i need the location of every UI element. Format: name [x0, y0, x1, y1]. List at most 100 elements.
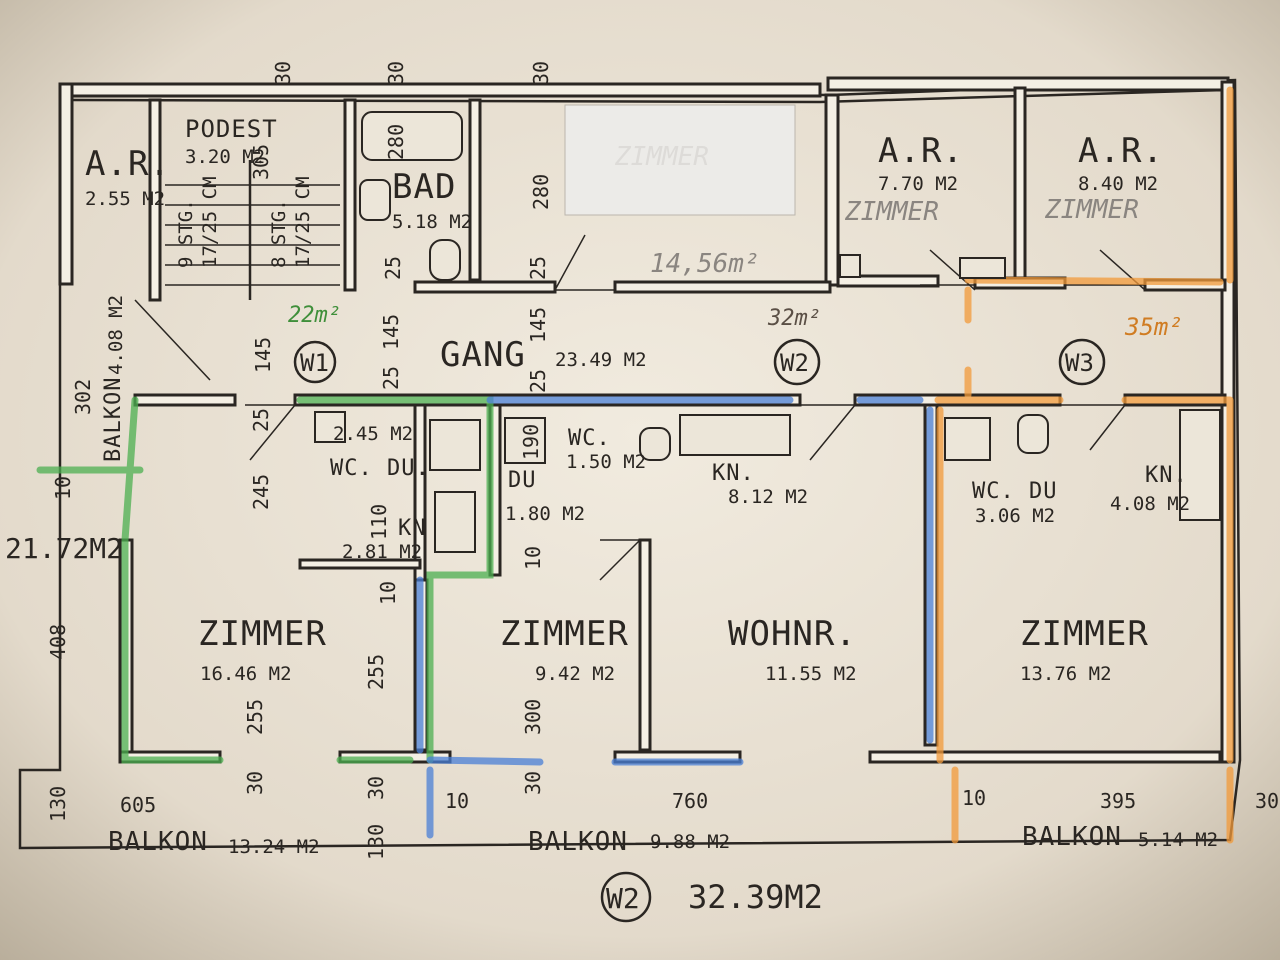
dim-25: 25	[526, 256, 550, 280]
dim-30: 30	[243, 771, 267, 795]
unit-w3-label: W3	[1065, 349, 1094, 377]
room-ar2-area: 7.70 M2	[878, 173, 958, 195]
room-wcdu3-area: 3.06 M2	[975, 505, 1055, 527]
room-wcdu3-name: WC. DU	[972, 479, 1057, 504]
room-ar3-area: 8.40 M2	[1078, 173, 1158, 195]
room-balkon3-name: BALKON	[1022, 822, 1122, 852]
room-wc2-area: 1.50 M2	[566, 451, 646, 473]
room-balkon2-name: BALKON	[528, 827, 628, 857]
dim-10: 10	[962, 786, 986, 810]
dim-760: 760	[672, 789, 708, 813]
dim-25: 25	[249, 408, 273, 432]
room-balkon3-area: 5.14 M2	[1138, 829, 1218, 851]
dim-408: 408	[46, 624, 70, 660]
stair-left-size: 17/25 CM	[199, 176, 221, 268]
card-faded-text: ZIMMER	[614, 142, 709, 172]
dim-30: 30	[271, 61, 295, 85]
marker-outlines	[36, 86, 1234, 844]
room-gang-name: GANG	[440, 335, 526, 375]
room-wcdu1-area: 2.45 M2	[333, 423, 413, 445]
room-labels: A.R. 2.55 M2 PODEST 3.20 M2 BAD 5.18 M2 …	[85, 115, 1218, 858]
room-du2-area: 1.80 M2	[505, 503, 585, 525]
room-kn1-area: 2.81 M2	[342, 541, 422, 563]
room-zimmer1-name: ZIMMER	[198, 614, 327, 654]
room-ar2-name: A.R.	[878, 131, 964, 171]
room-zimmer2-area: 9.42 M2	[535, 663, 615, 685]
dim-190: 190	[519, 424, 543, 460]
room-kn2-area: 8.12 M2	[728, 486, 808, 508]
dim-302: 302	[71, 379, 95, 415]
pasted-paper-card	[564, 104, 796, 216]
room-gang-area: 23.49 M2	[555, 349, 647, 371]
stair-right-label: 8 STG.	[268, 199, 290, 268]
room-bad-area: 5.18 M2	[392, 211, 472, 233]
dim-30: 30	[384, 61, 408, 85]
room-kn3-area: 4.08 M2	[1110, 493, 1190, 515]
total-area-value: 32.39M2	[688, 878, 823, 916]
dim-280: 280	[529, 174, 553, 210]
dim-305: 305	[249, 144, 273, 180]
dim-145: 145	[379, 314, 403, 350]
room-kn3-name: KN.	[1145, 463, 1188, 488]
dim-130: 130	[364, 824, 388, 860]
room-balkon-side-area: 4.08 M2	[105, 295, 127, 375]
room-kn1-name: KN	[398, 516, 427, 541]
dim-255: 255	[364, 654, 388, 690]
unit-w3-circle	[1058, 338, 1106, 386]
handwritten-annotations: ZIMMER ZIMMER 14,56m² 22m² 32m² 35m²	[288, 195, 1183, 341]
handwritten-zimmer-ar3: ZIMMER	[1044, 195, 1139, 225]
room-bad-name: BAD	[392, 167, 456, 207]
room-wcdu1-name: WC. DU.	[330, 456, 430, 481]
room-balkon1-name: BALKON	[108, 827, 208, 857]
room-wohnr-area: 11.55 M2	[765, 663, 857, 685]
dim-145: 145	[526, 307, 550, 343]
dim-300: 300	[521, 699, 545, 735]
dim-245: 245	[249, 474, 273, 510]
handwritten-area-center: 14,56m²	[650, 249, 760, 279]
room-balkon1-area: 13.24 M2	[228, 836, 320, 858]
room-podest-name: PODEST	[185, 115, 278, 143]
total-area: W2 32.39M2	[600, 871, 823, 923]
room-podest-area: 3.20 M2	[185, 146, 265, 168]
dim-395: 395	[1100, 789, 1136, 813]
dim-30: 30	[1255, 789, 1279, 813]
stair-left-label: 9 STG.	[175, 199, 197, 268]
handwritten-w3-area: 35m²	[1124, 313, 1183, 341]
staircase	[165, 160, 340, 300]
unit-w2-circle	[773, 338, 821, 386]
stair-right-size: 17/25 CM	[292, 176, 314, 268]
room-balkon-side-name: BALKON	[101, 377, 126, 462]
dim-10: 10	[51, 476, 75, 500]
dim-10: 10	[376, 581, 400, 605]
dim-10: 10	[521, 546, 545, 570]
dimension-labels: 30 30 30 280 280 305 25 25 145 145 145 2…	[46, 61, 1279, 860]
room-ar1-name: A.R.	[85, 144, 171, 184]
handwritten-w1-area: 22m²	[288, 303, 341, 328]
dim-255: 255	[243, 699, 267, 735]
room-balkon2-area: 9.88 M2	[650, 831, 730, 853]
room-zimmer3-name: ZIMMER	[1020, 614, 1149, 654]
dim-605: 605	[120, 793, 156, 817]
dim-130: 130	[46, 786, 70, 822]
dim-145: 145	[251, 337, 275, 373]
room-kn2-name: KN.	[712, 461, 755, 486]
stair-labels: 9 STG. 17/25 CM 8 STG. 17/25 CM	[175, 176, 314, 268]
dim-280: 280	[384, 124, 408, 160]
total-unit-label: W2	[606, 882, 640, 915]
room-ar1-area: 2.55 M2	[85, 188, 165, 210]
room-ar3-name: A.R.	[1078, 131, 1164, 171]
dim-30: 30	[364, 776, 388, 800]
room-du2-name: DU	[508, 468, 537, 493]
room-zimmer2-name: ZIMMER	[500, 614, 629, 654]
unit-w1-label: W1	[300, 349, 329, 377]
dim-110: 110	[367, 504, 391, 540]
door-swings	[134, 234, 1146, 581]
dim-30: 30	[529, 61, 553, 85]
dim-25: 25	[379, 366, 403, 390]
room-wohnr-name: WOHNR.	[728, 614, 857, 654]
left-edge-area: 21.72M2	[5, 532, 123, 565]
dim-10: 10	[445, 789, 469, 813]
room-zimmer3-area: 13.76 M2	[1020, 663, 1112, 685]
